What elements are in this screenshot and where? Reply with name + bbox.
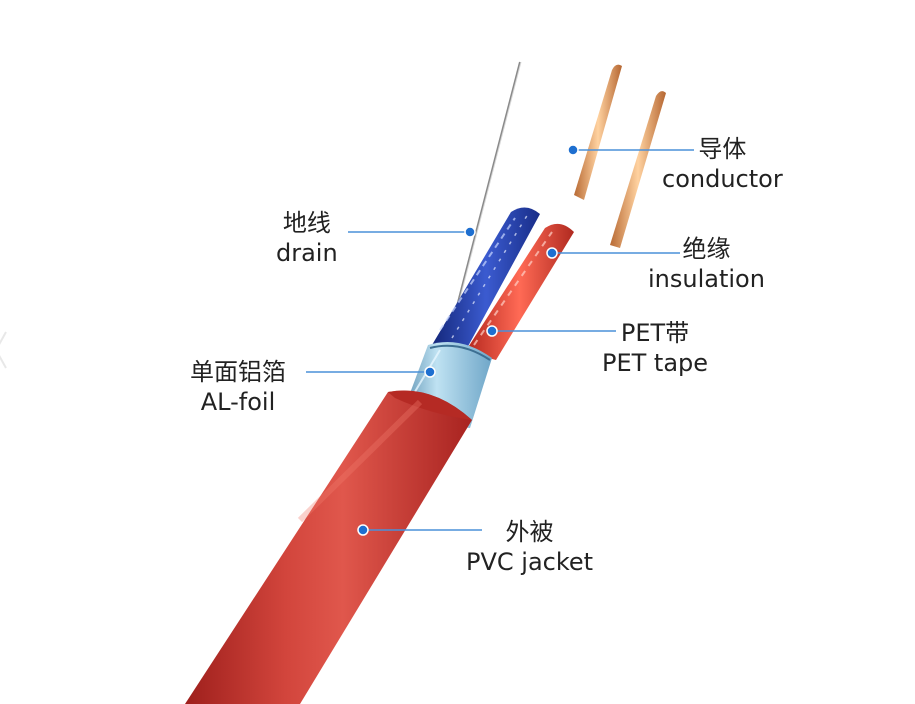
label-pet-tape-zh: PET带 <box>620 319 690 347</box>
dot-pet <box>486 325 498 337</box>
pvc-jacket <box>185 390 472 704</box>
label-pet-tape-en: PET tape <box>602 349 709 377</box>
label-drain-en: drain <box>276 239 338 267</box>
dot-foil <box>424 366 436 378</box>
label-al-foil: 单面铝箔 AL-foil <box>190 357 286 417</box>
label-drain: 地线 drain <box>276 208 338 268</box>
dot-insulation <box>546 247 558 259</box>
label-pet-tape: PET带 PET tape <box>602 318 708 378</box>
dot-jacket <box>357 524 369 536</box>
label-conductor-zh: 导体 <box>698 135 747 163</box>
label-insulation: 绝缘 insulation <box>648 234 765 294</box>
copper-conductors <box>574 64 666 248</box>
leader-lines <box>306 149 694 531</box>
label-al-foil-en: AL-foil <box>200 388 276 416</box>
label-conductor: 导体 conductor <box>662 134 783 194</box>
label-insulation-en: insulation <box>648 265 765 293</box>
label-al-foil-zh: 单面铝箔 <box>190 358 286 386</box>
dot-drain <box>464 226 476 238</box>
blue-core <box>432 207 540 350</box>
label-insulation-zh: 绝缘 <box>682 235 731 263</box>
edge-chevron-icon <box>0 331 7 369</box>
label-pvc-jacket: 外被 PVC jacket <box>466 517 593 577</box>
dot-conductor <box>567 144 579 156</box>
drain-wire <box>446 61 521 346</box>
leader-dots <box>357 144 579 536</box>
label-pvc-jacket-en: PVC jacket <box>466 548 594 576</box>
label-pvc-jacket-zh: 外被 <box>505 518 554 546</box>
label-drain-zh: 地线 <box>282 209 331 237</box>
label-conductor-en: conductor <box>662 165 783 193</box>
